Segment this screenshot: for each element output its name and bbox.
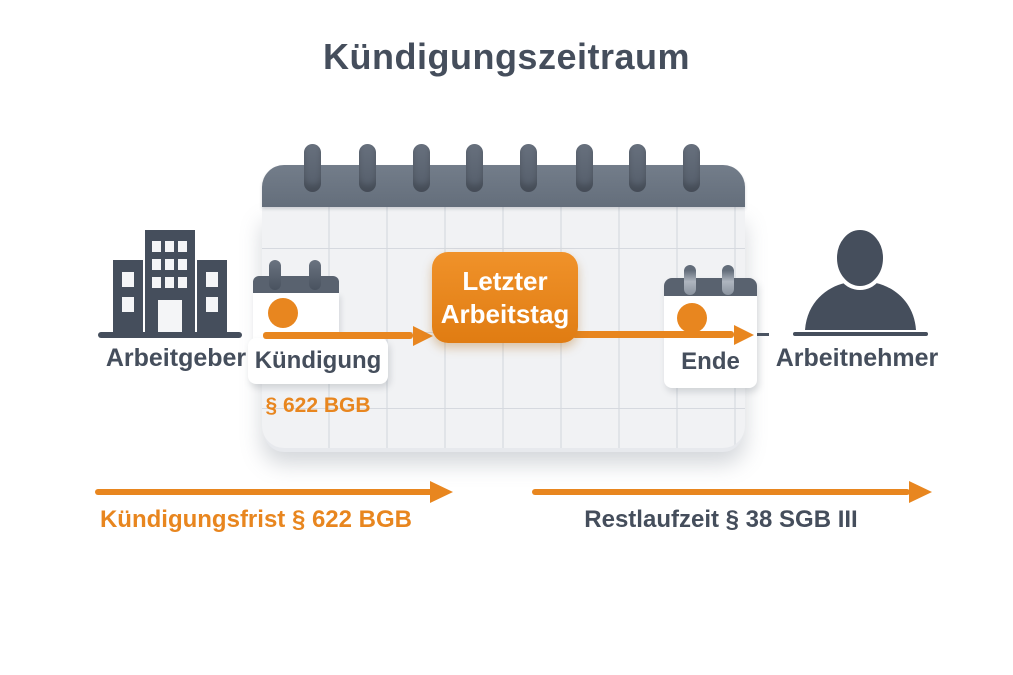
notice-law-reference: § 622 BGB	[265, 394, 371, 417]
calendar-header-band	[262, 165, 745, 207]
binder-ring-icon	[466, 144, 483, 192]
notice-period-arrow-line	[95, 489, 433, 495]
mini-calendar-header	[253, 276, 339, 293]
last-working-day-line1: Letzter	[462, 266, 548, 296]
binder-ring-icon	[576, 144, 593, 192]
page-title: Kündigungszeitraum	[323, 36, 690, 77]
end-tick-mark	[757, 333, 769, 336]
remaining-period-label: Restlaufzeit § 38 SGB III	[584, 506, 858, 533]
arrow-head-icon	[430, 481, 453, 503]
employer-building-icon	[95, 222, 245, 347]
binder-ring-icon	[359, 144, 376, 192]
binder-ring-icon	[722, 265, 734, 295]
notice-label-plate: Kündigung	[248, 338, 388, 384]
binder-ring-icon	[629, 144, 646, 192]
last-working-day-box: Letzter Arbeitstag	[432, 252, 578, 343]
binder-ring-icon	[683, 144, 700, 192]
binder-ring-icon	[309, 260, 321, 290]
notice-period-label: Kündigungsfrist § 622 BGB	[99, 506, 413, 533]
arrow-line	[263, 332, 413, 339]
binder-ring-icon	[520, 144, 537, 192]
arrow-head-icon	[909, 481, 932, 503]
mini-calendar-header	[664, 278, 757, 296]
binder-ring-icon	[304, 144, 321, 192]
binder-ring-icon	[269, 260, 281, 290]
arrow-line	[572, 331, 734, 338]
arrow-head-icon	[734, 325, 754, 345]
event-dot-icon	[677, 303, 707, 333]
employee-person-icon	[793, 224, 928, 347]
remaining-period-arrow-line	[532, 489, 910, 495]
binder-ring-icon	[413, 144, 430, 192]
last-working-day-line2: Arbeitstag	[440, 298, 570, 329]
end-label: Ende	[681, 348, 740, 375]
employee-label: Arbeitnehmer	[775, 344, 939, 372]
event-dot-icon	[268, 298, 298, 328]
employer-label: Arbeitgeber	[105, 344, 247, 372]
arrow-head-icon	[413, 326, 433, 346]
binder-ring-icon	[684, 265, 696, 295]
